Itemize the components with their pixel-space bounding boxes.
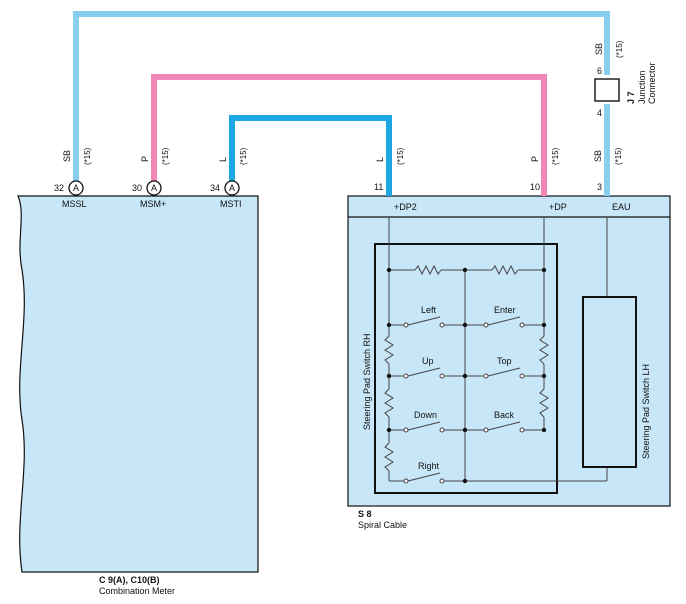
wire-label-sb-meter: SB <box>62 150 72 162</box>
switch-label-up: Up <box>422 356 434 366</box>
switch-label-back: Back <box>494 410 515 420</box>
meter-pin-conn: A <box>73 183 79 193</box>
connector-a-circle <box>224 180 240 196</box>
junction-pin-bottom: 4 <box>597 108 602 118</box>
meter-pin-number: 34 <box>210 183 220 193</box>
switch-label-right: Right <box>418 461 440 471</box>
wire-spec-p-meter: (*15) <box>161 147 170 165</box>
connector-a-circle <box>146 180 162 196</box>
wire-spec-l-meter: (*15) <box>239 147 248 165</box>
wire-l <box>229 115 392 196</box>
meter-pin-conn: A <box>229 183 235 193</box>
wire-label-p-meter: P <box>140 156 150 162</box>
spiral-pin-name-eau: EAU <box>612 202 631 212</box>
switch-rh-circuit <box>384 217 608 482</box>
spiral-pin-number-dp: 10 <box>530 182 540 192</box>
resistor-right-1 <box>539 335 549 365</box>
spiral-pin-name-dp: +DP <box>549 202 567 212</box>
wire-p <box>151 74 547 196</box>
resistor-left-3 <box>384 442 394 472</box>
wire-label-sb-spiral: SB <box>593 150 603 162</box>
meter-pin-msm-plus: A 30 MSM+ <box>132 180 166 209</box>
meter-pin-msti: A 34 MSTI <box>210 180 242 209</box>
combination-meter-name: Combination Meter <box>99 586 175 596</box>
resistor-right-2 <box>539 388 549 418</box>
spiral-pin-number-eau: 3 <box>597 182 602 192</box>
steering-pad-switch-rh-title: Steering Pad Switch RH <box>362 333 372 430</box>
steering-pad-switch-rh-box <box>374 243 558 494</box>
switch-label-top: Top <box>497 356 512 366</box>
meter-pin-mssl: A 32 MSSL <box>54 180 87 209</box>
wire-label-p-spiral: P <box>530 156 540 162</box>
spiral-cable-code: S 8 <box>358 509 372 519</box>
steering-pad-switch-lh-box <box>582 296 637 468</box>
switch-label-down: Down <box>414 410 437 420</box>
spiral-cable-name: Spiral Cable <box>358 520 407 530</box>
junction-name-line2: Connector <box>647 62 657 104</box>
meter-pin-name: MSSL <box>62 199 87 209</box>
resistor-left-2 <box>384 388 394 418</box>
junction-name-line1: Junction <box>637 70 647 104</box>
junction-code: J 7 <box>626 91 636 104</box>
resistor-left-1 <box>384 335 394 365</box>
wire-spec-sb-spiral: (*15) <box>614 147 623 165</box>
combination-meter-code: C 9(A), C10(B) <box>99 575 160 585</box>
wire-label-l-meter: L <box>218 157 228 162</box>
switch-rh-nodes <box>386 267 547 484</box>
meter-pin-conn: A <box>151 183 157 193</box>
resistor-top-right <box>491 264 519 276</box>
junction-pin-top: 6 <box>597 66 602 76</box>
combination-meter-body <box>17 195 259 573</box>
meter-pin-name: MSTI <box>220 199 242 209</box>
wire-spec-l-spiral: (*15) <box>396 147 405 165</box>
wire-label-sb-top: SB <box>594 43 604 55</box>
spiral-pin-number-dp2: 11 <box>374 182 383 192</box>
meter-pin-number: 30 <box>132 183 142 193</box>
wire-spec-p-spiral: (*15) <box>551 147 560 165</box>
resistor-top-left <box>414 264 442 276</box>
spiral-pin-name-dp2: +DP2 <box>394 202 417 212</box>
meter-pin-name: MSM+ <box>140 199 166 209</box>
wire-spec-sb-meter: (*15) <box>83 147 92 165</box>
switch-label-enter: Enter <box>494 305 516 315</box>
switch-label-left: Left <box>421 305 437 315</box>
connector-a-circle <box>68 180 84 196</box>
meter-pin-number: 32 <box>54 183 64 193</box>
spiral-cable-body <box>347 195 671 507</box>
junction-connector-box <box>594 78 620 102</box>
switch-rh-contacts <box>403 322 525 484</box>
wire-spec-sb-top: (*15) <box>615 40 624 58</box>
steering-pad-switch-lh-title: Steering Pad Switch LH <box>641 364 651 459</box>
wire-label-l-spiral: L <box>375 157 385 162</box>
wire-sb <box>73 11 610 181</box>
